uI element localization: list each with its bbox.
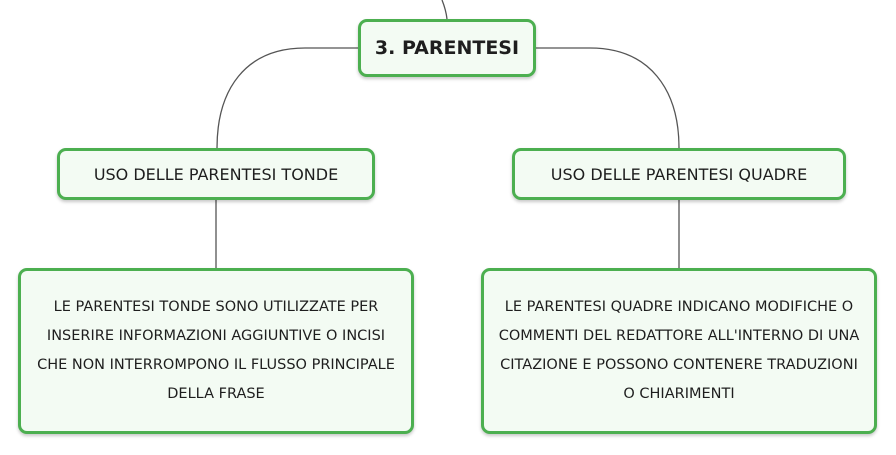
incoming-connector [441, 0, 448, 20]
left-branch-node[interactable]: USO DELLE PARENTESI TONDE [57, 148, 375, 200]
connector-root-to-right-branch [536, 47, 680, 149]
root-topic-node[interactable]: 3. PARENTESI [358, 19, 536, 77]
right-detail-text: LE PARENTESI QUADRE INDICANO MODIFICHE O… [498, 299, 860, 402]
connector-root-to-left-branch [216, 47, 358, 149]
left-detail-text: LE PARENTESI TONDE SONO UTILIZZATE PER I… [37, 299, 395, 402]
right-branch-node[interactable]: USO DELLE PARENTESI QUADRE [512, 148, 846, 200]
left-detail-node[interactable]: LE PARENTESI TONDE SONO UTILIZZATE PER I… [18, 268, 414, 434]
right-branch-label: USO DELLE PARENTESI QUADRE [550, 164, 808, 184]
left-branch-label: USO DELLE PARENTESI TONDE [93, 164, 339, 184]
root-topic-label: 3. PARENTESI [374, 37, 520, 59]
right-detail-node[interactable]: LE PARENTESI QUADRE INDICANO MODIFICHE O… [481, 268, 877, 434]
